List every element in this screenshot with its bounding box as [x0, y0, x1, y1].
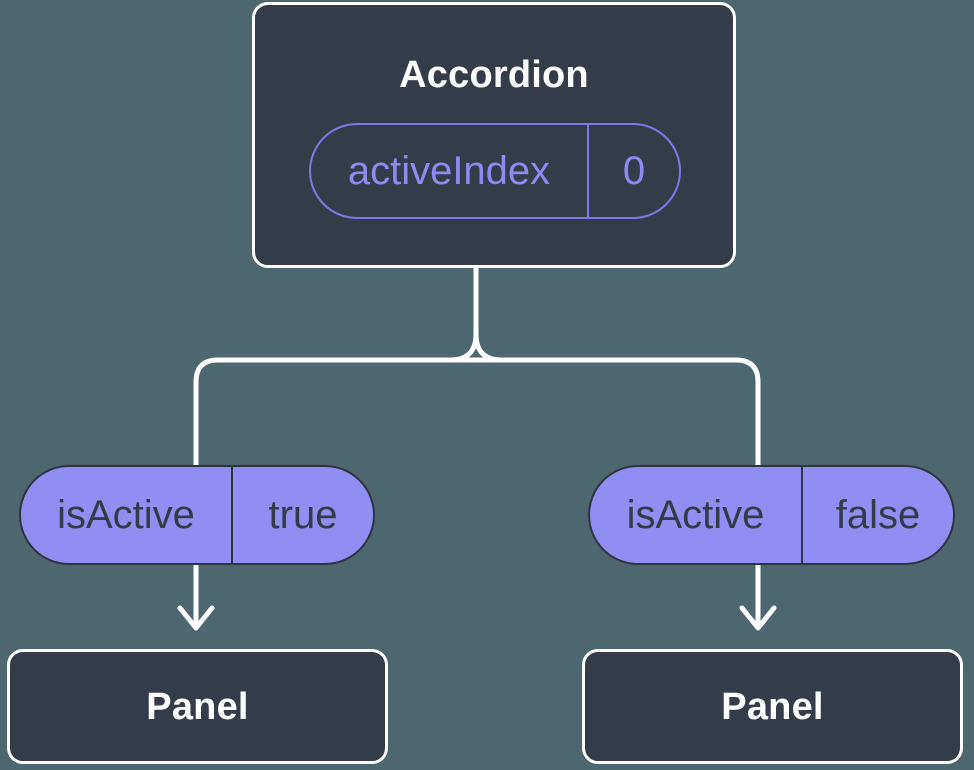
panel-title: Panel [721, 685, 824, 728]
prop-value: true [268, 492, 338, 537]
prop-value: false [835, 492, 921, 537]
panel-title: Panel [146, 685, 249, 728]
panel-node-right: Panel [582, 649, 963, 764]
fork-curve-right [473, 331, 505, 363]
prop-pill-left: isActive true [19, 465, 375, 565]
panel-node-left: Panel [7, 649, 388, 764]
accordion-node: Accordion activeIndex 0 [252, 2, 736, 268]
state-pill: activeIndex 0 [309, 123, 681, 219]
accordion-title: Accordion [399, 54, 589, 96]
arrow-down-icon [177, 605, 215, 631]
arrow-down-icon [739, 605, 777, 631]
state-value: 0 [622, 148, 646, 193]
branch-line [193, 357, 761, 629]
prop-pill-right: isActive false [588, 465, 955, 565]
prop-name: isActive [590, 467, 803, 563]
prop-name: isActive [21, 467, 233, 563]
fork-curve-left [447, 331, 479, 363]
state-name: activeIndex [311, 125, 589, 217]
